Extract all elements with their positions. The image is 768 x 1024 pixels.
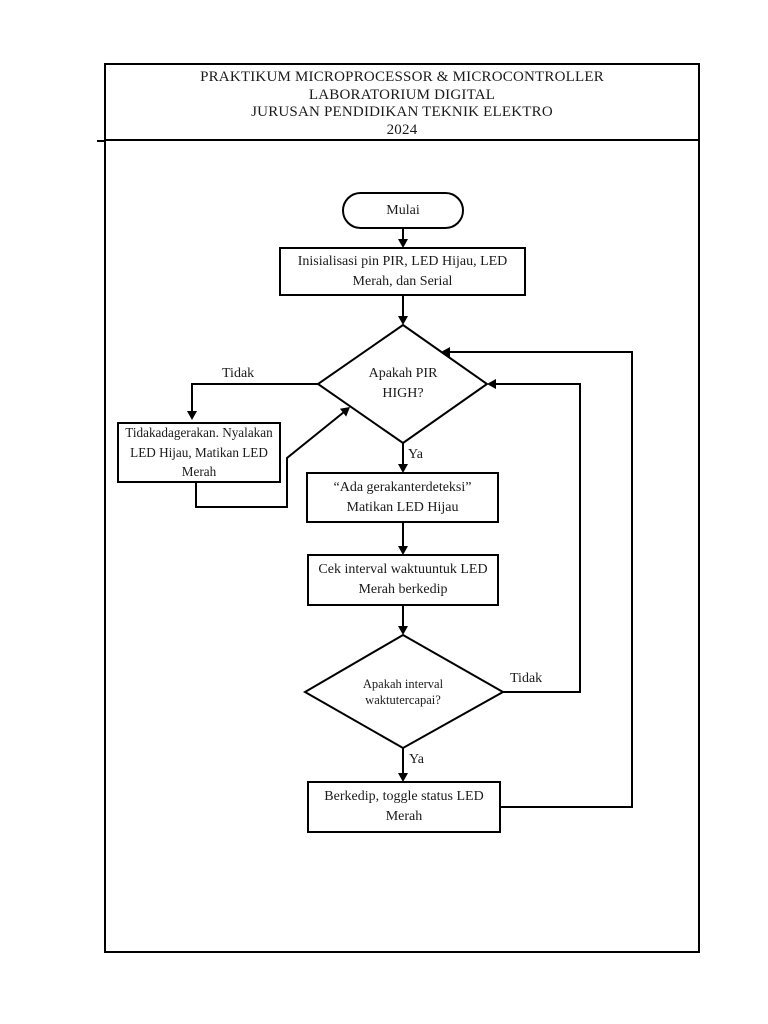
- header-line-2: LABORATORIUM DIGITAL: [308, 86, 496, 103]
- edge-interval-no: [495, 383, 581, 693]
- edge-pir-no: [191, 383, 318, 413]
- motion-detected-process-shape: [306, 472, 499, 523]
- arrowhead-interval-yes: [398, 773, 408, 782]
- edge-label-interval-no: Tidak: [510, 671, 543, 686]
- pir-decision-shape: [316, 323, 489, 445]
- edge-label-interval-yes: Ya: [409, 752, 424, 767]
- edge-blink-loop-back: [449, 351, 633, 808]
- edge-label-pir-no: Tidak: [222, 366, 255, 381]
- start-terminator-shape: [342, 192, 464, 229]
- arrowhead-pir-yes: [398, 464, 408, 473]
- arrowhead-blink-loop-back: [441, 347, 450, 357]
- document-header: PRAKTIKUM MICROPROCESSOR & MICROCONTROLL…: [104, 63, 700, 141]
- arrowhead-interval-no: [487, 379, 496, 389]
- arrowhead-start-to-init: [398, 239, 408, 248]
- init-process-shape: [279, 247, 526, 296]
- arrowhead-motion-to-check: [398, 546, 408, 555]
- header-line-3: JURUSAN PENDIDIKAN TEKNIK ELEKTRO: [251, 104, 553, 120]
- arrowhead-check-to-interval: [398, 626, 408, 635]
- edge-no-motion-return: [195, 411, 345, 508]
- arrowhead-pir-no: [187, 411, 197, 420]
- arrowhead-init-to-pir: [398, 316, 408, 325]
- arrowhead-no-motion-return: [339, 407, 350, 417]
- blink-process-shape: [307, 781, 501, 833]
- header-separator-tick: [97, 140, 105, 142]
- header-line-4: 2024: [386, 121, 418, 138]
- interval-decision-shape: [302, 633, 506, 750]
- no-motion-process-shape: [117, 422, 281, 483]
- edge-label-pir-yes: Ya: [408, 447, 423, 462]
- header-line-1: PRAKTIKUM MICROPROCESSOR & MICROCONTROLL…: [200, 69, 604, 85]
- check-interval-process-shape: [307, 554, 499, 606]
